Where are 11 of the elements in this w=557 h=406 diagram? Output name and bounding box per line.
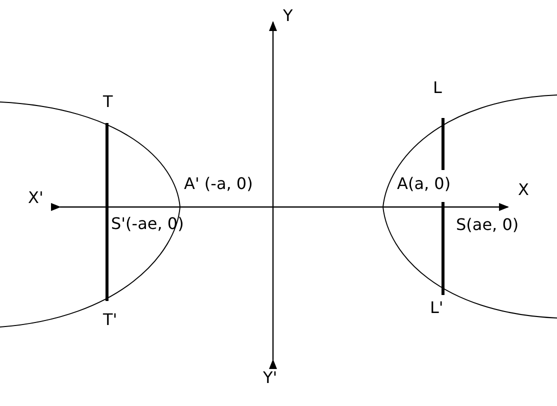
point-label: L [433, 80, 442, 96]
vertex-label: A' (-a, 0) [184, 176, 253, 192]
point-label: T [103, 94, 113, 110]
axis-label: Y [283, 8, 293, 24]
point-label: T' [103, 312, 118, 328]
axis-label: Y' [263, 370, 278, 386]
focus-label: S(ae, 0) [456, 217, 519, 233]
axis-label: X' [28, 190, 44, 206]
vertex-label: A(a, 0) [397, 176, 451, 192]
axis-label: X [518, 182, 529, 198]
point-label: L' [430, 300, 444, 316]
